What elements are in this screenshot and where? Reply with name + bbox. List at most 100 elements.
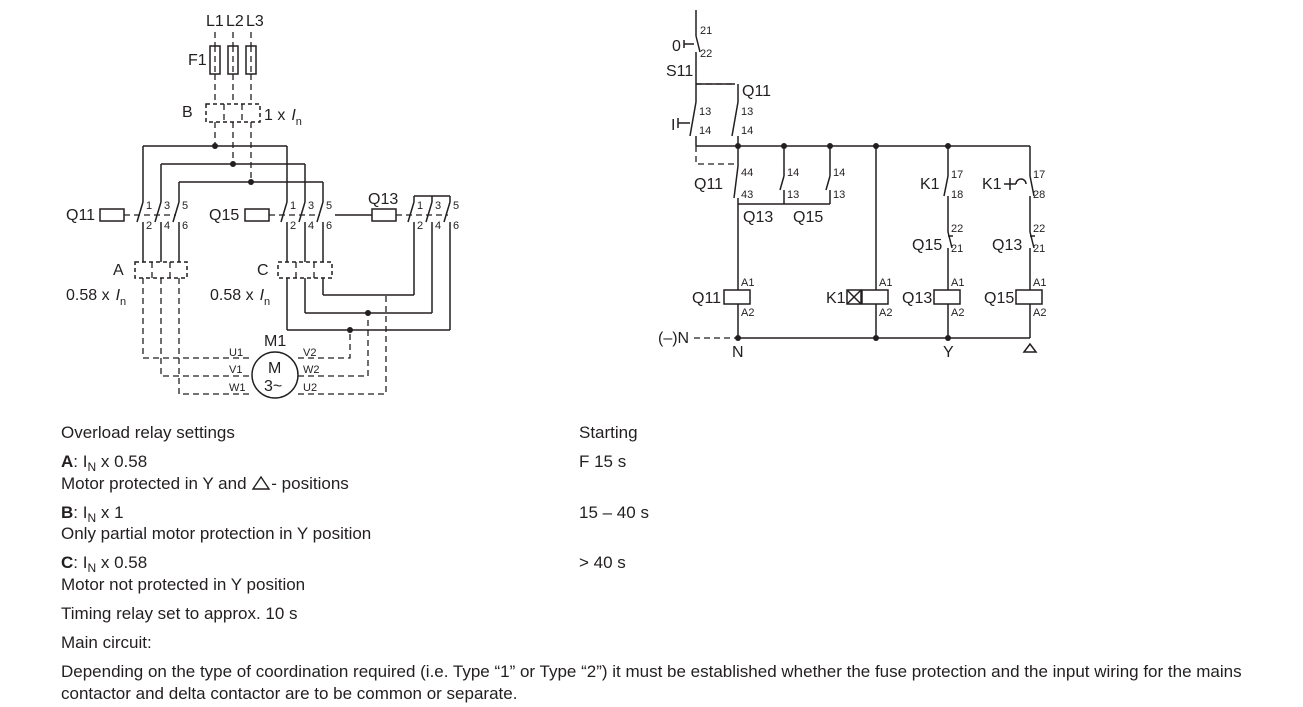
svg-text:3: 3 xyxy=(308,200,314,212)
motor-m1: M1 M 3~ U1 V1 W1 V2 W2 U2 xyxy=(229,333,320,399)
svg-text:17: 17 xyxy=(951,169,963,181)
svg-text:U2: U2 xyxy=(303,382,317,394)
setting-c-desc: Motor not protected in Y position xyxy=(61,575,306,594)
svg-text:22: 22 xyxy=(951,223,963,235)
svg-text:14: 14 xyxy=(833,167,845,179)
svg-text:44: 44 xyxy=(741,167,753,179)
bottom-y-label: Y xyxy=(943,344,954,361)
setting-c-label: C xyxy=(61,553,74,572)
svg-text:A2: A2 xyxy=(1033,307,1046,319)
svg-text:13: 13 xyxy=(699,106,711,118)
phase-l1-label: L1 xyxy=(206,13,224,30)
svg-text:1: 1 xyxy=(417,200,423,212)
phase-l3-label: L3 xyxy=(246,13,264,30)
svg-text:1: 1 xyxy=(146,200,152,212)
q11-coil-label: Q11 xyxy=(692,290,721,307)
motor-m-symbol: M xyxy=(268,360,281,377)
relay-b-label: B xyxy=(182,104,193,121)
svg-text:13: 13 xyxy=(833,189,845,201)
coil-q13: Q13 A1 A2 xyxy=(902,277,964,319)
q11-aux-label: Q11 xyxy=(742,83,771,100)
svg-text:6: 6 xyxy=(326,220,332,232)
svg-text:5: 5 xyxy=(182,200,188,212)
stop-0-label: 0 xyxy=(672,38,681,55)
svg-text:17: 17 xyxy=(1033,169,1045,181)
svg-text:3: 3 xyxy=(164,200,170,212)
main-circuit-heading: Main circuit: xyxy=(61,633,152,652)
setting-c-formula: C: IN x 0.58 xyxy=(61,553,148,575)
neutral-label: (–)N xyxy=(658,330,689,347)
svg-text:14: 14 xyxy=(699,125,711,137)
q15-main-label: Q15 xyxy=(209,207,239,224)
starting-value-3: > 40 s xyxy=(579,553,626,572)
svg-text:4: 4 xyxy=(164,220,170,232)
svg-text:2: 2 xyxy=(146,220,152,232)
svg-text:W2: W2 xyxy=(303,364,320,376)
contactor-q15-main: Q15 1 3 5 2 4 6 xyxy=(209,146,332,262)
k1-1728-label: K1 xyxy=(982,176,1002,193)
svg-text:21: 21 xyxy=(1033,243,1045,255)
svg-text:5: 5 xyxy=(453,200,459,212)
fuse-f1-label: F1 xyxy=(188,52,207,69)
svg-text:18: 18 xyxy=(951,189,963,201)
svg-text:6: 6 xyxy=(182,220,188,232)
svg-text:5: 5 xyxy=(326,200,332,212)
svg-text:2: 2 xyxy=(290,220,296,232)
q11-44-label: Q11 xyxy=(694,176,723,193)
svg-text:U1: U1 xyxy=(229,347,243,359)
setting-a-label: A xyxy=(61,452,74,471)
svg-text:A2: A2 xyxy=(951,307,964,319)
setting-b-desc: Only partial motor protection in Y posit… xyxy=(61,524,372,543)
svg-text:14: 14 xyxy=(741,125,753,137)
svg-text:4: 4 xyxy=(435,220,441,232)
k1-coil-label: K1 xyxy=(826,290,846,307)
svg-text:W1: W1 xyxy=(229,382,246,394)
svg-text:A1: A1 xyxy=(1033,277,1046,289)
svg-text:14: 14 xyxy=(787,167,799,179)
contactor-q13-star: Q13 1 3 5 2 4 6 xyxy=(335,191,459,232)
svg-text:V1: V1 xyxy=(229,364,242,376)
q13-nc-label: Q13 xyxy=(992,237,1022,254)
svg-text:A1: A1 xyxy=(951,277,964,289)
coil-q11: Q11 A1 A2 xyxy=(692,277,754,319)
q13-main-label: Q13 xyxy=(368,191,398,208)
svg-text:22: 22 xyxy=(700,48,712,60)
settings-heading: Overload relay settings xyxy=(61,423,235,442)
svg-text:A1: A1 xyxy=(879,277,892,289)
motor-3ph-symbol: 3~ xyxy=(264,378,282,395)
start-button: I 13 14 xyxy=(671,101,711,137)
setting-a-formula: A: IN x 0.58 xyxy=(61,452,148,474)
control-circuit: 21 0 22 S11 I 13 14 Q11 13 14 xyxy=(658,10,1046,361)
svg-text:22: 22 xyxy=(1033,223,1045,235)
starting-value-2: 15 – 40 s xyxy=(579,503,649,522)
coil-q15: Q15 A1 A2 xyxy=(984,277,1046,319)
svg-text:A2: A2 xyxy=(741,307,754,319)
start-i-label: I xyxy=(671,117,675,134)
svg-text:21: 21 xyxy=(700,25,712,37)
svg-text:6: 6 xyxy=(453,220,459,232)
stop-button-s11: 0 22 S11 xyxy=(666,35,712,80)
starting-heading: Starting xyxy=(579,423,638,442)
s11-label: S11 xyxy=(666,63,693,80)
svg-text:1: 1 xyxy=(290,200,296,212)
relay-c-label: C xyxy=(257,262,269,279)
timer-coil-k1: K1 A1 A2 xyxy=(826,277,892,319)
k1-1718-label: K1 xyxy=(920,176,940,193)
phase-l2-label: L2 xyxy=(226,13,244,30)
coordination-note: Depending on the type of coordination re… xyxy=(61,662,1242,703)
setting-a-desc: Motor protected in Y and - positions xyxy=(61,474,349,493)
setting-b-label: B xyxy=(61,503,74,522)
svg-text:43: 43 xyxy=(741,189,753,201)
setting-b-formula: B: IN x 1 xyxy=(61,503,124,525)
svg-text:21: 21 xyxy=(951,243,963,255)
bottom-n-label: N xyxy=(732,344,744,361)
svg-text:A2: A2 xyxy=(879,307,892,319)
motor-m1-label: M1 xyxy=(264,333,286,350)
timing-note: Timing relay set to approx. 10 s xyxy=(61,604,298,623)
